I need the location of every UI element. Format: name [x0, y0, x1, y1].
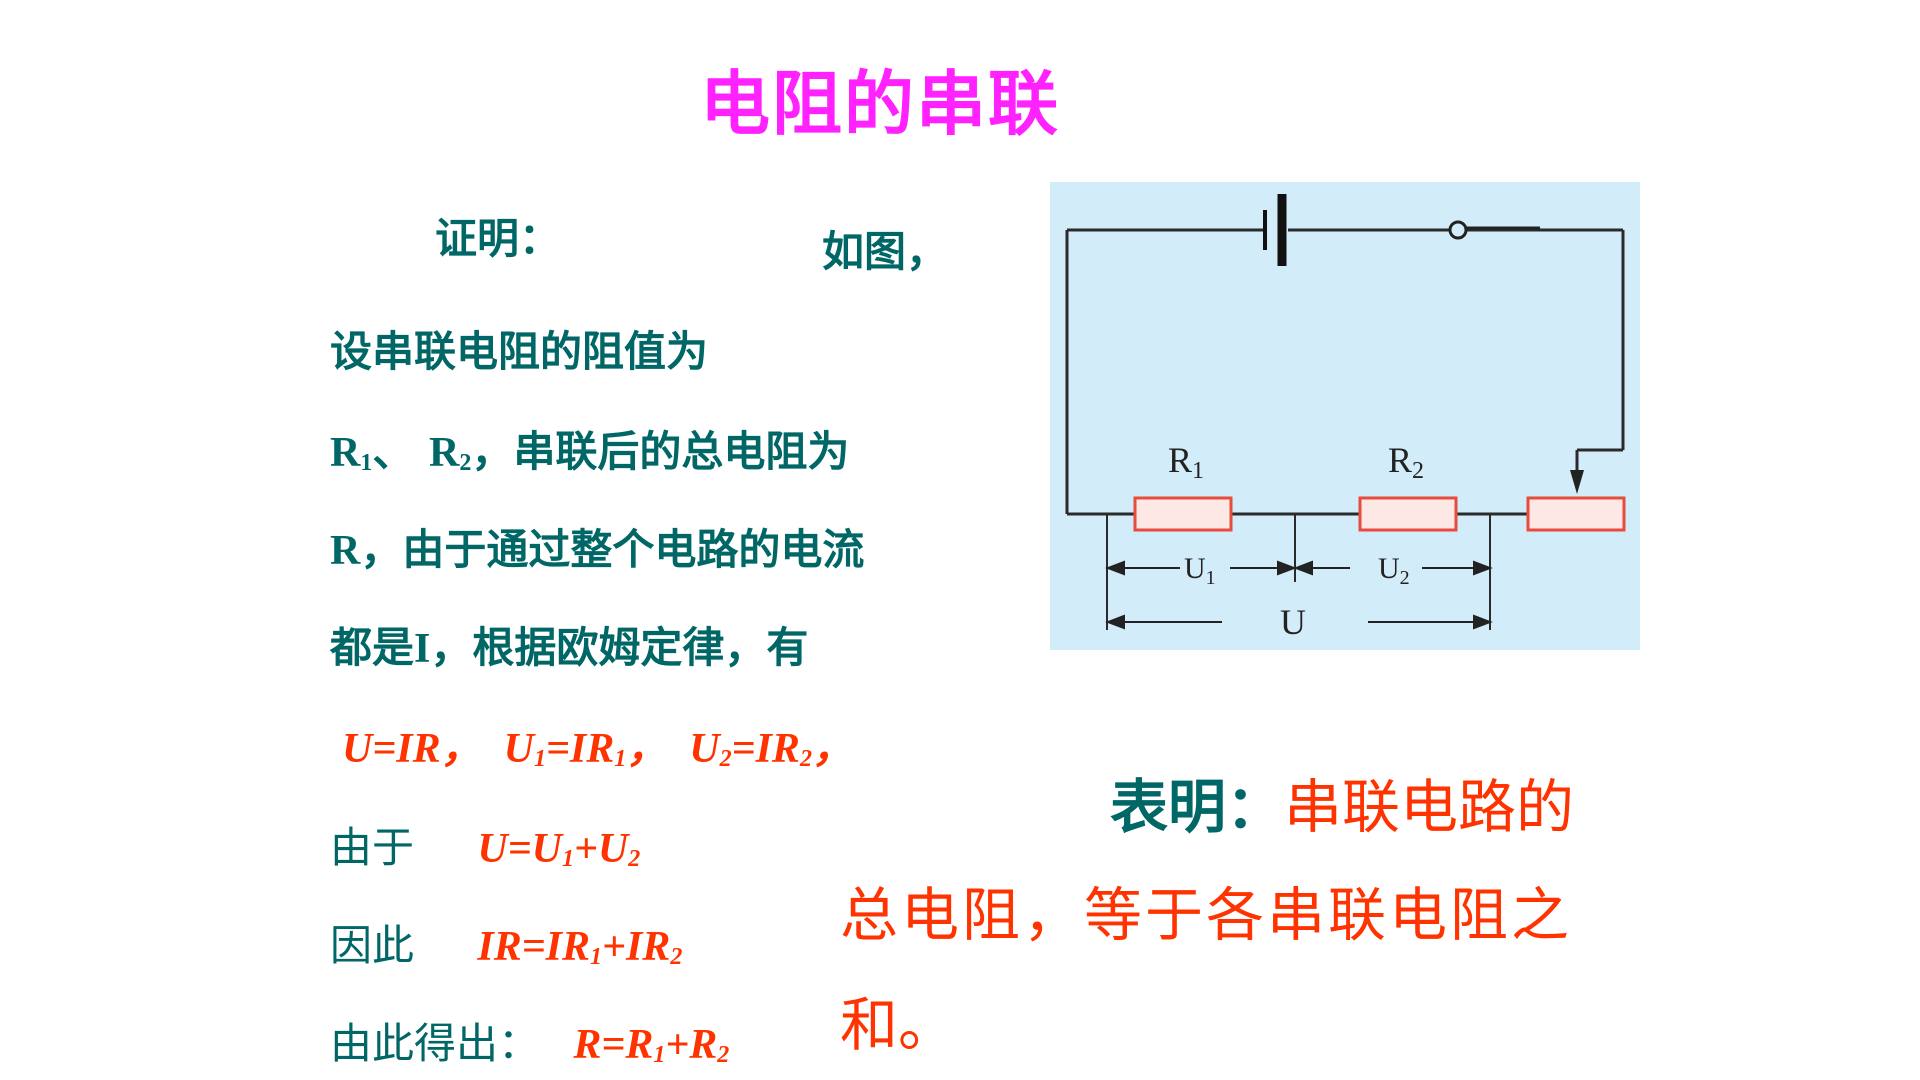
formula-u2: U2=IR2 — [689, 726, 812, 772]
u1-label-sub: 1 — [1206, 567, 1216, 589]
since-s2: 2 — [628, 846, 641, 872]
u2-arrowhead-right — [1473, 560, 1493, 576]
proof-label: 证明： — [435, 205, 561, 266]
u1-arrowhead-left — [1105, 560, 1125, 576]
r1-label-sub: 1 — [1192, 458, 1204, 484]
r2-symbol: R — [428, 430, 460, 476]
since-label: 由于 — [330, 823, 415, 872]
proof-line-3: R，由于通过整个电路的电流 — [330, 516, 864, 577]
r1-symbol: R — [330, 430, 361, 476]
comma-2: ， — [626, 726, 669, 772]
conclusion-line-2: 总电阻，等于各串联电阻之 — [840, 881, 1573, 949]
u2-label-sub: 2 — [1400, 567, 1410, 589]
r1-subscript: 1 — [360, 450, 373, 476]
f2-b: =IR — [545, 726, 615, 772]
proof-line-3-rest: ，由于通过整个电路的电流 — [360, 525, 865, 574]
since-a: U=U — [477, 826, 562, 872]
r1-label-main: R — [1168, 440, 1192, 480]
r2-label-sub: 2 — [1412, 458, 1424, 484]
result-line: 由此得出： R=R1+R2 — [330, 1010, 729, 1071]
r2-label-main: R — [1388, 440, 1412, 480]
proof-line-4-pre: 都是 — [330, 623, 415, 672]
proof-line-2: R1、 R2，串联后的总电阻为 — [330, 418, 849, 479]
u2-arrowhead-left — [1293, 560, 1313, 576]
result-label: 由此得出： — [330, 1019, 541, 1068]
r-symbol: R — [330, 528, 361, 574]
conclusion-text-1: 串联电路的 — [1284, 773, 1575, 841]
since-line: 由于 U=U1+U2 — [330, 814, 640, 875]
formula-u-ir: U=IR — [342, 726, 441, 772]
therefore-formula: IR=IR1+IR2 — [477, 924, 682, 970]
circuit-diagram: R1 R2 U1 U2 U — [1050, 182, 1640, 650]
u1-label-main: U — [1184, 552, 1206, 585]
therefore-line: 因此 IR=IR1+IR2 — [330, 912, 682, 973]
conclusion-line-1: 表明：串联电路的 — [1110, 760, 1574, 844]
f3-sub: 2 — [719, 746, 732, 772]
comma-1: ， — [440, 726, 483, 772]
r2-label: R2 — [1388, 440, 1424, 484]
therefore-a: IR=IR — [477, 924, 591, 970]
u-arrowhead-left — [1105, 614, 1125, 630]
result-s1: 1 — [653, 1042, 666, 1068]
battery-icon — [1263, 194, 1287, 266]
rheostat — [1526, 496, 1626, 532]
result-b: +R — [665, 1022, 718, 1068]
f2-sub: 1 — [533, 746, 546, 772]
u1-arrowhead-right — [1277, 560, 1297, 576]
slider-arrow-icon — [1570, 470, 1584, 494]
proof-line-1: 设串联电阻的阻值为 — [330, 318, 708, 379]
u1-label: U1 — [1184, 552, 1216, 589]
u-label: U — [1280, 602, 1306, 642]
r2-subscript: 2 — [459, 450, 472, 476]
therefore-s1: 1 — [590, 944, 603, 970]
f2-a: U — [503, 726, 534, 772]
u-arrowhead-right — [1473, 614, 1493, 630]
conclusion-label: 表明： — [1110, 773, 1285, 841]
proof-line-2-rest: ，串联后的总电阻为 — [471, 427, 850, 476]
comma-3: ， — [811, 726, 854, 772]
u2-label: U2 — [1378, 552, 1410, 589]
proof-label-text: 证明： — [435, 214, 562, 263]
as-shown-text: 如图， — [822, 218, 948, 279]
since-s1: 1 — [561, 846, 574, 872]
result-formula: R=R1+R2 — [573, 1022, 729, 1068]
conclusion-line-3: 和。 — [840, 991, 957, 1059]
circuit-svg: R1 R2 U1 U2 U — [1065, 194, 1626, 642]
resistor-r2 — [1358, 496, 1458, 532]
since-formula: U=U1+U2 — [477, 826, 640, 872]
therefore-b: +IR — [602, 924, 671, 970]
f2-sub2: 1 — [614, 746, 627, 772]
proof-line-4-rest: ，根据欧姆定律，有 — [430, 623, 809, 672]
page-title: 电阻的串联 — [700, 63, 1060, 145]
f3-sub2: 2 — [799, 746, 812, 772]
proof-line-1-text: 设串联电阻的阻值为 — [330, 327, 709, 376]
r1-label: R1 — [1168, 440, 1204, 484]
separator: 、 — [372, 427, 415, 476]
resistor-r1 — [1133, 496, 1233, 532]
ohm-formulas: U=IR， U1=IR1， U2=IR2， — [342, 714, 854, 775]
current-symbol: I — [414, 626, 431, 672]
therefore-s2: 2 — [670, 944, 683, 970]
since-b: +U — [573, 826, 629, 872]
result-a: R=R — [573, 1022, 654, 1068]
therefore-label: 因此 — [330, 921, 415, 970]
result-s2: 2 — [717, 1042, 730, 1068]
proof-line-4: 都是I，根据欧姆定律，有 — [330, 614, 808, 675]
switch-icon — [1448, 220, 1540, 240]
f3-a: U — [689, 726, 720, 772]
formula-u1: U1=IR1 — [504, 726, 627, 772]
f3-b: =IR — [731, 726, 800, 772]
as-shown-label: 如图， — [822, 227, 949, 276]
u2-label-main: U — [1378, 552, 1400, 585]
